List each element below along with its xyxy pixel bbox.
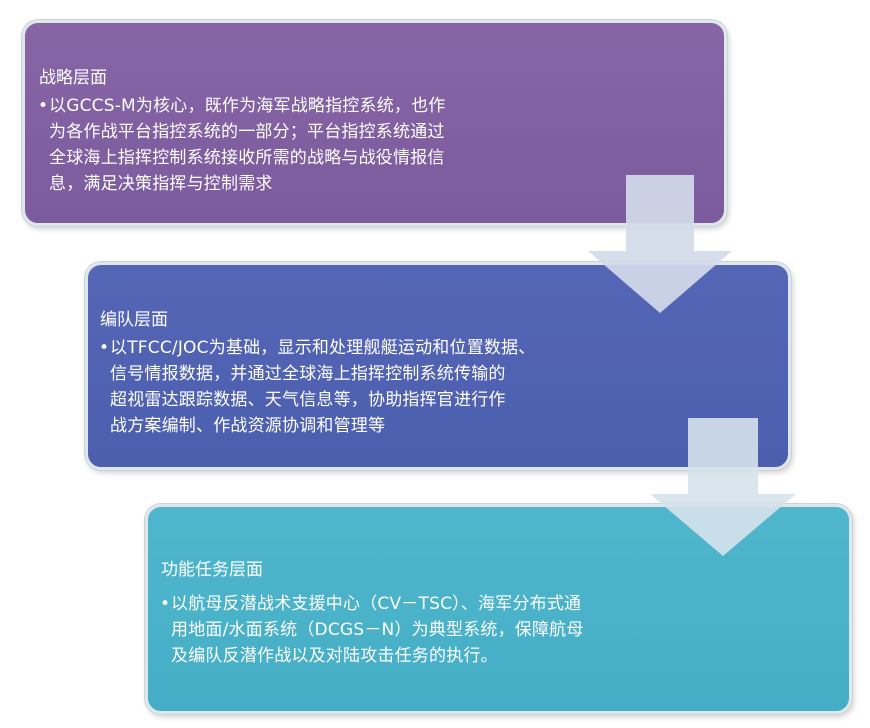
bullet-line: 息，满足决策指挥与控制需求 bbox=[49, 174, 273, 194]
formation-level-bullet: • 以TFCC/JOC为基础，显示和处理舰艇运动和位置数据、 信号情报数据，并通… bbox=[99, 335, 536, 439]
bullet-dot: • bbox=[38, 96, 49, 116]
bullet-line: 以GCCS-M为核心，既作为海军战略指控系统，也作 bbox=[49, 96, 446, 116]
down-arrow-icon bbox=[588, 175, 732, 313]
bullet-line: 全球海上指挥控制系统接收所需的战略与战役情报信 bbox=[49, 148, 445, 168]
formation-level-title: 编队层面 bbox=[100, 310, 168, 330]
functional-task-level-title: 功能任务层面 bbox=[161, 560, 263, 580]
strategic-level-bullet: • 以GCCS-M为核心，既作为海军战略指控系统，也作 为各作战平台指控系统的一… bbox=[38, 93, 446, 197]
strategic-level-title: 战略层面 bbox=[39, 68, 107, 88]
down-arrow-icon bbox=[650, 418, 796, 556]
bullet-line: 用地面/水面系统（DCGS－N）为典型系统，保障航母 bbox=[171, 620, 584, 640]
functional-task-level-bullet: • 以航母反潜战术支援中心（CV－TSC）、海军分布式通 用地面/水面系统（DC… bbox=[160, 591, 584, 669]
bullet-line: 战方案编制、作战资源协调和管理等 bbox=[110, 416, 386, 436]
bullet-line: 信号情报数据，并通过全球海上指挥控制系统传输的 bbox=[110, 364, 506, 384]
bullet-line: 为各作战平台指控系统的一部分；平台指控系统通过 bbox=[49, 122, 445, 142]
bullet-line: 以TFCC/JOC为基础，显示和处理舰艇运动和位置数据、 bbox=[110, 338, 536, 358]
bullet-line: 超视雷达跟踪数据、天气信息等，协助指挥官进行作 bbox=[110, 390, 506, 410]
bullet-line: 以航母反潜战术支援中心（CV－TSC）、海军分布式通 bbox=[171, 594, 582, 614]
bullet-dot: • bbox=[160, 594, 171, 614]
bullet-dot: • bbox=[99, 338, 110, 358]
strategic-level-box: 战略层面 • 以GCCS-M为核心，既作为海军战略指控系统，也作 为各作战平台指… bbox=[22, 20, 727, 226]
bullet-line: 及编队反潜作战以及对陆攻击任务的执行。 bbox=[171, 646, 498, 666]
formation-level-box: 编队层面 • 以TFCC/JOC为基础，显示和处理舰艇运动和位置数据、 信号情报… bbox=[85, 262, 791, 470]
